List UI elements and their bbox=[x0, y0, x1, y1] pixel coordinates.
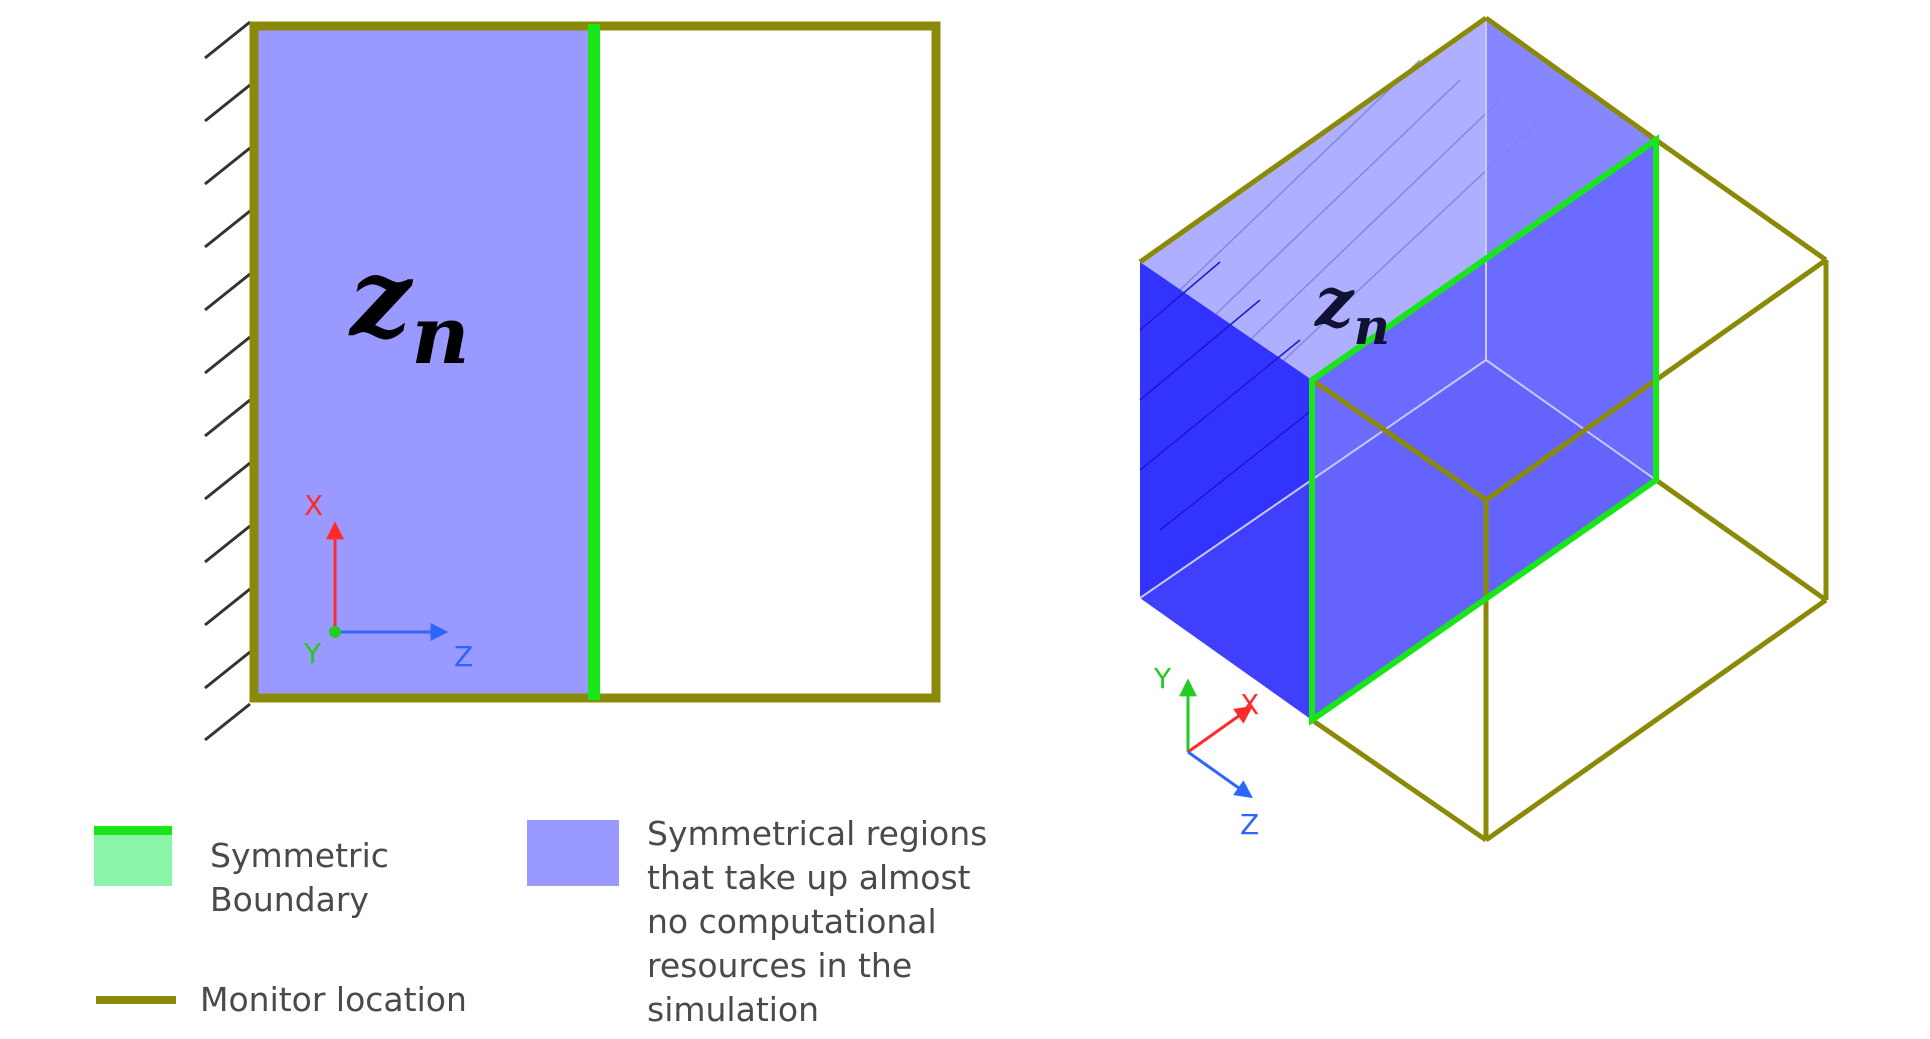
symmetric-boundary-swatch-edge bbox=[94, 826, 172, 835]
symmetric-boundary-plane-3d bbox=[1312, 140, 1656, 720]
symmetric-region-left-face bbox=[1140, 262, 1312, 720]
right-3d-view: zn Y X Z bbox=[1138, 15, 1829, 843]
symmetric-region-bottom-face bbox=[1140, 360, 1656, 720]
y-axis-origin-2d bbox=[329, 626, 341, 638]
legend-monitor-location-line: Monitor location bbox=[200, 980, 467, 1019]
left-2d-view: zn X Y Z bbox=[204, 20, 941, 742]
symmetric-region-2d bbox=[254, 26, 594, 698]
legend-symmetric-regions-line-1: Symmetrical regions bbox=[647, 814, 988, 853]
x-axis-arrow-3d bbox=[1187, 705, 1253, 754]
x-axis-label-3d: X bbox=[1240, 688, 1259, 721]
y-axis-label-2d: Y bbox=[303, 637, 322, 670]
symmetric-boundary-outline-3d bbox=[1309, 134, 1659, 726]
left-face-hatching bbox=[1139, 261, 1313, 531]
zn-label-2d: zn bbox=[348, 235, 470, 382]
legend-monitor-location-label: Monitor location bbox=[200, 978, 467, 1022]
y-axis-label-3d: Y bbox=[1153, 662, 1172, 695]
legend-symmetric-regions-line-2: that take up almost bbox=[647, 858, 971, 897]
legend-symmetric-regions-label: Symmetrical regions that take up almost … bbox=[647, 812, 987, 1032]
z-axis-label-2d: Z bbox=[454, 640, 473, 673]
legend-symmetric-regions-line-5: simulation bbox=[647, 990, 820, 1029]
legend-symmetric-boundary-label: Symmetric Boundary bbox=[210, 834, 389, 922]
legend-symmetric-boundary-line-2: Boundary bbox=[210, 880, 369, 919]
x-axis-label-2d: X bbox=[304, 489, 323, 522]
fixed-support-hatching bbox=[204, 20, 251, 742]
legend bbox=[94, 820, 619, 1004]
axes-3d: Y X Z bbox=[1153, 662, 1259, 841]
symmetric-region-swatch bbox=[527, 820, 619, 886]
legend-symmetric-regions-line-3: no computational bbox=[647, 902, 937, 941]
z-axis-arrow-3d bbox=[1187, 750, 1253, 799]
symmetric-boundary-swatch bbox=[94, 826, 172, 886]
legend-symmetric-boundary-line-1: Symmetric bbox=[210, 836, 389, 875]
zn-label-3d: zn bbox=[1314, 263, 1390, 356]
z-axis-label-3d: Z bbox=[1240, 808, 1259, 841]
axes-2d: X Y Z bbox=[303, 489, 473, 673]
legend-symmetric-regions-line-4: resources in the bbox=[647, 946, 913, 985]
